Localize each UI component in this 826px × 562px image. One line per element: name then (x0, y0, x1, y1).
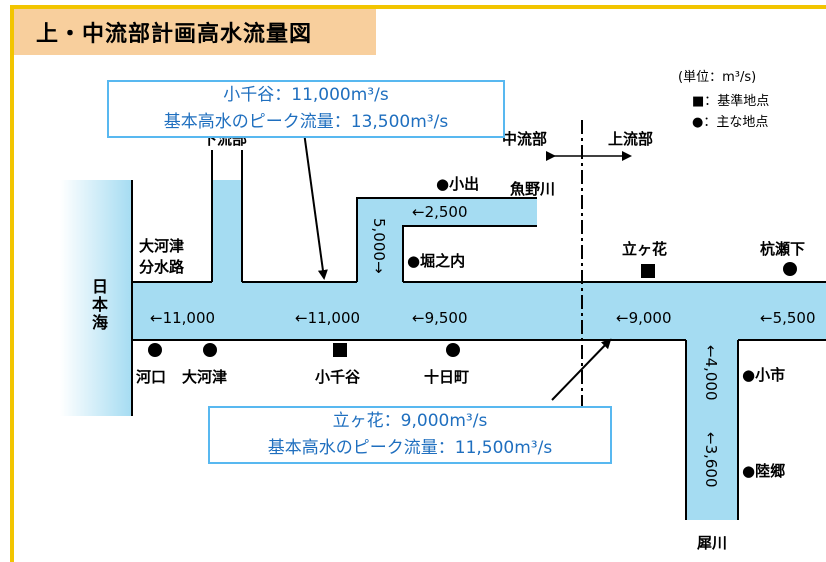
sai-river (686, 340, 738, 520)
point-kuisege: 杭瀬下 (760, 240, 806, 258)
point-okozu: 大河津 (182, 368, 228, 386)
tategahana-square (641, 264, 655, 278)
point-horinouchi: ●堀之内 (407, 252, 466, 270)
ojiya-callout-line2: 基本高水のピーク流量：13,500m³/s (163, 112, 449, 132)
ojiya-callout-line1: 小千谷：11,000m³/s (223, 85, 389, 105)
point-oide: ●小出 (436, 175, 480, 193)
river-banks (131, 150, 826, 520)
kuisege-dot (783, 262, 797, 276)
upstream-label: 上流部 (608, 130, 654, 148)
sea-area (60, 180, 132, 416)
point-kawaguchi: 河口 (136, 368, 167, 386)
uono-river-horizontal (357, 198, 537, 226)
point-koichi: ●小市 (742, 366, 786, 384)
ojiya-callout: 小千谷：11,000m³/s 基本高水のピーク流量：13,500m³/s (107, 80, 505, 138)
legend-reference-point: ■：基準地点 (692, 94, 770, 109)
kawaguchi-dot (148, 343, 162, 357)
tategahana-callout: 立ヶ花：9,000m³/s 基本高水のピーク流量：11,500m³/s (208, 406, 612, 464)
tategahana-callout-line1: 立ヶ花：9,000m³/s (332, 411, 488, 431)
uono-river-label: 魚野川 (510, 180, 556, 198)
midstream-label: 中流部 (502, 130, 548, 148)
okozu-channel-label: 大河津 分水路 (139, 237, 185, 276)
sea-label: 日本海 (89, 278, 108, 332)
ojiya-square (333, 343, 347, 357)
main-river (132, 282, 826, 340)
point-tategahana: 立ヶ花 (622, 240, 668, 258)
point-ojiya: 小千谷 (315, 368, 361, 386)
sai-river-label: 犀川 (697, 534, 728, 552)
point-rikugo: ●陸郷 (742, 462, 786, 480)
flow-mouth: ←11,000 (150, 309, 216, 327)
flow-tategahana: ←9,000 (616, 309, 672, 327)
okozu-dot (203, 343, 217, 357)
tategahana-callout-line2: 基本高水のピーク流量：11,500m³/s (267, 438, 553, 458)
title-banner: 上・中流部計画高水流量図 (14, 9, 376, 55)
legend-unit: (単位：m³/s) (678, 70, 757, 85)
point-markers (148, 262, 797, 357)
flow-uono-upper: ←2,500 (412, 203, 468, 221)
flow-uono-lower: 5,000→ (370, 218, 388, 274)
tokamachi-dot (446, 343, 460, 357)
flow-sai-upper: ←4,000 (702, 345, 720, 401)
frame-left-border (10, 5, 14, 562)
point-tokamachi: 十日町 (424, 368, 470, 386)
flow-sai-lower: ←3,600 (702, 432, 720, 488)
page-title: 上・中流部計画高水流量図 (36, 22, 313, 47)
flow-kuisege: ←5,500 (760, 309, 816, 327)
okozu-channel (212, 180, 242, 282)
ojiya-pointer-arrow (302, 124, 328, 280)
legend-main-point: ●：主な地点 (692, 115, 769, 130)
frame-top-border (10, 5, 826, 9)
tategahana-pointer-arrow (551, 338, 612, 401)
flow-okozu: ←11,000 (295, 309, 361, 327)
flow-tokamachi: ←9,500 (412, 309, 468, 327)
